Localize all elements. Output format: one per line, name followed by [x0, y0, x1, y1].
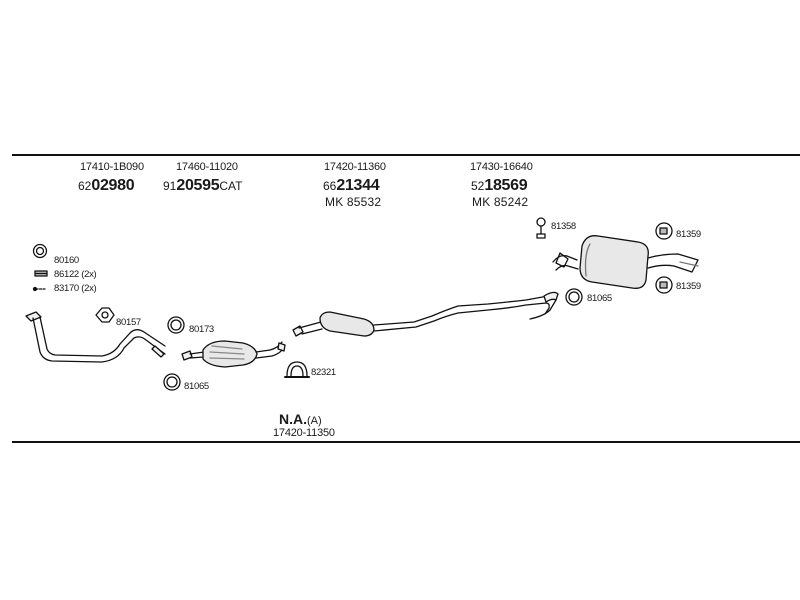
article-number-catalyst: 9120595CAT — [163, 177, 243, 194]
bottom-divider — [12, 441, 800, 443]
article-number-rear-silencer: 5218569 — [471, 177, 528, 194]
part-label-81065-left: 81065 — [184, 381, 209, 392]
u-clamp-icon — [284, 361, 310, 378]
oe-number-rear-silencer: 17430-16640 — [470, 161, 533, 173]
clamp-ring-icon — [167, 316, 185, 334]
gasket-ring-right-icon — [565, 288, 583, 306]
part-label-81359-bottom: 81359 — [676, 281, 701, 292]
part-label-86122: 86122 (2x) — [54, 269, 97, 280]
gasket-ring-icon — [32, 243, 48, 259]
oe-number-front-pipe: 17410-1B090 — [80, 161, 144, 173]
flange-gasket-icon — [95, 307, 115, 323]
part-label-80160: 80160 — [54, 255, 79, 266]
rubber-mount-bottom-icon — [655, 276, 673, 294]
part-label-81358: 81358 — [551, 221, 576, 232]
oe-number-middle-silencer: 17420-11360 — [324, 161, 386, 173]
oe-number-catalyst: 17460-11020 — [176, 161, 238, 173]
rubber-mount-top-icon — [655, 222, 673, 240]
spring-icon — [34, 270, 48, 277]
bolt-icon — [32, 286, 47, 292]
top-divider — [12, 154, 800, 156]
mk-number-rear-silencer: MK 85242 — [472, 195, 529, 209]
article-number-front-pipe: 6202980 — [78, 177, 135, 194]
part-label-81359-top: 81359 — [676, 229, 701, 240]
rear-silencer-drawing — [552, 235, 699, 289]
part-label-80173: 80173 — [189, 324, 214, 335]
part-label-81065-right: 81065 — [587, 293, 612, 304]
part-label-83170: 83170 (2x) — [54, 283, 97, 294]
hanger-bracket-icon — [536, 217, 546, 239]
front-pipe-drawing — [25, 311, 166, 363]
part-label-82321: 82321 — [311, 367, 336, 378]
part-label-80157: 80157 — [116, 317, 141, 328]
middle-silencer-drawing — [292, 291, 559, 337]
gasket-ring-left-icon — [163, 373, 181, 391]
catalyst-drawing — [181, 340, 286, 368]
oe-number-na: 17420-11350 — [273, 427, 335, 439]
article-number-middle-silencer: 6621344 — [323, 177, 380, 194]
mk-number-middle-silencer: MK 85532 — [325, 195, 382, 209]
na-label: N.A.(A) — [279, 411, 322, 427]
